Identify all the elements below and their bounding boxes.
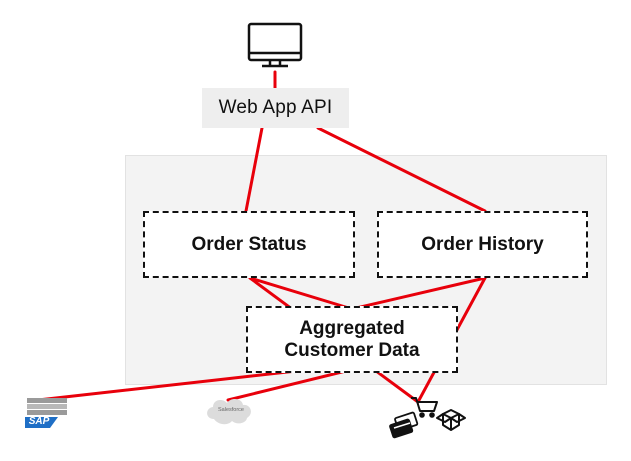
aggregated-customer-data-box: Aggregated Customer Data [246,306,458,373]
salesforce-label: Salesforce [218,407,244,413]
web-app-api-box: Web App API [202,88,349,128]
aggregated-label-line2: Customer Data [284,339,420,361]
credit-cards-icon [389,411,419,439]
web-app-api-label: Web App API [218,97,333,118]
order-status-label: Order Status [191,233,307,255]
order-status-box: Order Status [143,211,355,278]
salesforce-cloud-icon [207,399,251,425]
connector-agg-salesforce [226,368,352,402]
monitor-icon [247,22,303,68]
connector-api-status [244,126,264,213]
sap-label: SAP [28,416,50,427]
aggregated-label-line1: Aggregated [299,317,405,339]
connector-history-agg [350,276,487,311]
connector-status-agg [248,276,354,311]
box-icon [436,409,466,431]
shopping-cart-icon [411,397,438,418]
connector-api-history [316,126,487,213]
order-history-box: Order History [377,211,588,278]
sap-server-icon [25,398,67,428]
order-history-label: Order History [421,233,544,255]
